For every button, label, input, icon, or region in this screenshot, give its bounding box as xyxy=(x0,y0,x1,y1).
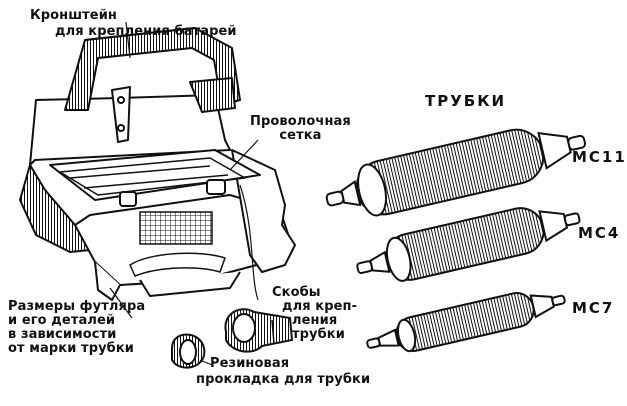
bracket-label-line-1: Кронштейн xyxy=(30,8,117,23)
case-sizes-label: Размеры футляра и его деталей в зависимо… xyxy=(8,300,145,356)
gasket-line-1: Резиновая xyxy=(210,356,290,371)
leader-lines xyxy=(109,21,259,366)
gasket-label: Резиновая xyxy=(210,357,289,371)
clamps-line-1: Скобы xyxy=(272,285,321,300)
bracket-label-2: для крепления батарей xyxy=(55,25,237,39)
battery-bracket xyxy=(64,27,241,143)
rubber-gasket xyxy=(171,333,206,369)
tube-ms7 xyxy=(366,292,566,353)
tubes-title: ТРУБКИ xyxy=(425,92,507,110)
mesh-label-line-2: сетка xyxy=(279,128,322,143)
clamps-line-4: трубки xyxy=(292,327,345,342)
case-sizes-line-1: Размеры футляра xyxy=(8,299,146,314)
tube-clamp xyxy=(224,308,294,353)
clamps-line-2: для креп- xyxy=(282,299,358,314)
clamps-line-3: ления xyxy=(292,313,338,328)
case-sizes-line-3: в зависимости xyxy=(8,327,117,342)
tube-ms11 xyxy=(325,128,587,217)
tube-code-ms4: МС4 xyxy=(578,224,621,242)
mesh-label-line-1: Проволочная xyxy=(250,114,351,129)
wire-mesh xyxy=(139,211,213,245)
bracket-label: Кронштейн xyxy=(30,9,117,23)
gasket-line-2: прокладка для трубки xyxy=(196,372,371,387)
mesh-label: Проволочная сетка xyxy=(250,115,351,143)
case-sizes-line-2: и его деталей xyxy=(8,313,116,328)
case-sizes-line-4: от марки трубки xyxy=(8,341,134,356)
bracket-label-line-2: для крепления батарей xyxy=(55,24,237,39)
tube-code-ms11: МС11 xyxy=(572,148,627,166)
tube-code-ms7: МС7 xyxy=(572,299,615,317)
tube-ms4 xyxy=(356,207,581,282)
clamps-label: Скобы для креп- ления трубки xyxy=(272,286,357,342)
gasket-label-2: прокладка для трубки xyxy=(196,373,370,387)
